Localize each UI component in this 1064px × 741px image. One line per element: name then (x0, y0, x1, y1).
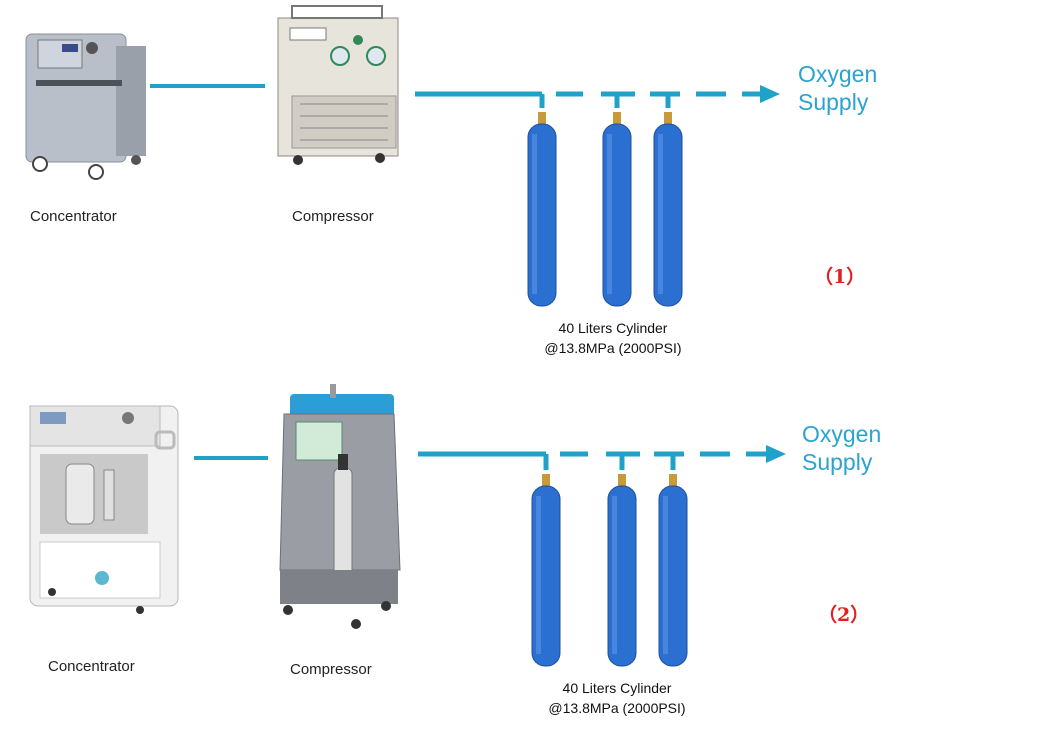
cylinder-label-line1: 40 Liters Cylinder (562, 680, 672, 696)
concentrator-label: Concentrator (48, 658, 135, 675)
oxygen-concentrator-icon (25, 33, 146, 180)
oxygen-cylinder-icon (531, 474, 561, 667)
cylinder-label-line2: @13.8MPa (2000PSI) (548, 700, 686, 716)
scheme-1-drawing (25, 5, 780, 307)
supply-line2: Supply (802, 449, 873, 475)
cylinder-label: 40 Liters Cylinder @13.8MPa (2000PSI) (503, 318, 723, 358)
cylinder-label-line1: 40 Liters Cylinder (558, 320, 668, 336)
scheme-tag: （1） (814, 266, 866, 288)
cylinder-label-line2: @13.8MPa (2000PSI) (544, 340, 682, 356)
oxygen-cylinder-icon (527, 112, 557, 307)
compressor-label: Compressor (292, 208, 374, 225)
arrow-right-icon (746, 445, 786, 463)
oxygen-supply-label: Oxygen Supply (798, 60, 877, 116)
supply-line1: Oxygen (802, 421, 882, 447)
oxygen-cylinder-icon (607, 474, 637, 667)
compressor-label: Compressor (290, 661, 372, 678)
concentrator-label: Concentrator (30, 208, 117, 225)
oxygen-concentrator-icon (29, 405, 179, 614)
oxygen-cylinder-icon (658, 474, 688, 667)
scheme-2-drawing (29, 384, 786, 667)
oxygen-compressor-icon (277, 5, 399, 165)
oxygen-cylinder-icon (602, 112, 632, 307)
oxygen-supply-label: Oxygen Supply (802, 420, 881, 476)
arrow-right-icon (742, 85, 780, 103)
supply-line1: Oxygen (798, 61, 878, 87)
scheme-2: Concentrator Compressor 40 Liters Cylind… (0, 370, 1064, 740)
oxygen-compressor-icon (279, 384, 401, 629)
scheme-tag: （2） (818, 604, 870, 626)
cylinder-label: 40 Liters Cylinder @13.8MPa (2000PSI) (507, 678, 727, 718)
scheme-1: Concentrator Compressor 40 Liters Cylind… (0, 0, 1064, 370)
oxygen-cylinder-icon (653, 112, 683, 307)
supply-line2: Supply (798, 89, 869, 115)
